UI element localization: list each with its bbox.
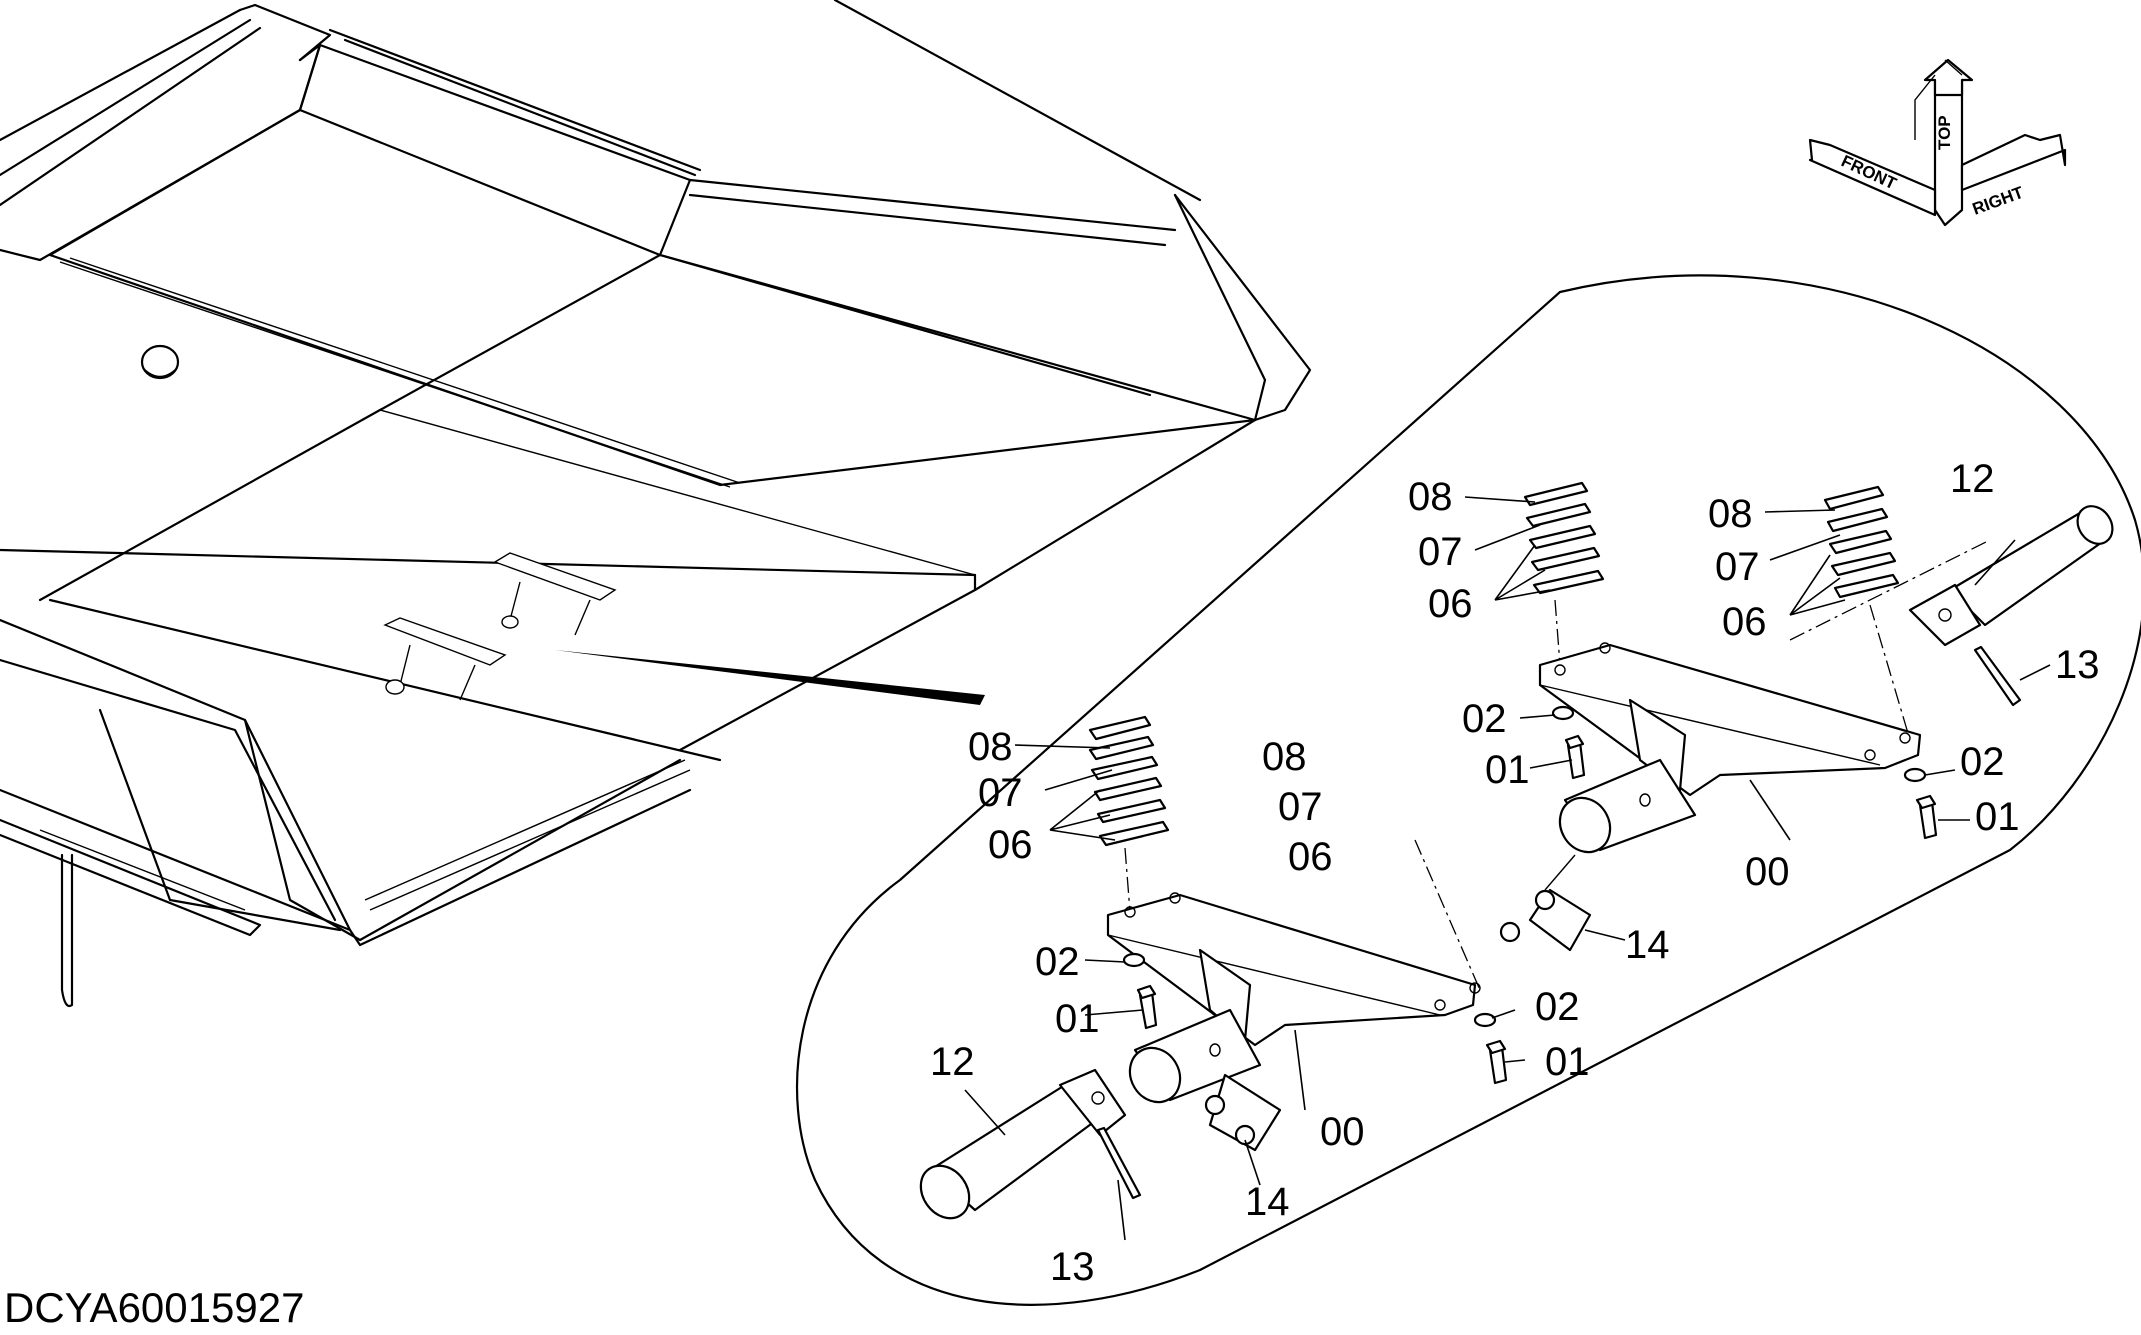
callout-02-left: 02 xyxy=(1035,940,1080,984)
document-id: DCYA60015927 xyxy=(4,1284,304,1331)
right-bracket-plate xyxy=(1538,643,1922,797)
callout-02-right-right: 02 xyxy=(1960,740,2005,784)
callout-01-right-left: 01 xyxy=(1485,748,1530,792)
callout-06-right-b: 06 xyxy=(1722,600,1767,644)
callout-07-center: 07 xyxy=(1278,785,1323,829)
callout-08-right-b: 08 xyxy=(1708,492,1753,536)
callout-13-right: 13 xyxy=(2055,643,2100,687)
right-shim-stack-right xyxy=(1823,485,1900,599)
left-shim-stack xyxy=(1088,715,1170,847)
left-bracket-plate xyxy=(1106,893,1477,1047)
callout-00-left: 00 xyxy=(1320,1110,1365,1154)
callout-00-right: 00 xyxy=(1745,850,1790,894)
right-washer-left xyxy=(1551,705,1575,721)
callout-08-left: 08 xyxy=(968,725,1013,769)
callout-01-center: 01 xyxy=(1545,1040,1590,1084)
callout-07-left: 07 xyxy=(978,771,1023,815)
left-pin xyxy=(1096,1126,1142,1200)
orientation-top-label: TOP xyxy=(1935,115,1954,150)
orientation-arrows-icon: TOP FRONT RIGHT xyxy=(1808,58,2067,227)
orientation-right-label: RIGHT xyxy=(1970,183,2027,219)
callout-01-right-right: 01 xyxy=(1975,795,2020,839)
callout-01-left: 01 xyxy=(1055,997,1100,1041)
callout-14-left: 14 xyxy=(1245,1180,1290,1224)
callout-02-center: 02 xyxy=(1535,985,1580,1029)
callout-07-right-a: 07 xyxy=(1418,530,1463,574)
detail-inset-outline xyxy=(796,274,2141,1306)
right-bracket-assembly xyxy=(1464,481,2114,952)
left-bracket-assembly xyxy=(919,715,1526,1241)
callout-06-right-a: 06 xyxy=(1428,582,1473,626)
callout-06-center: 06 xyxy=(1288,835,1333,879)
callout-08-right-a: 08 xyxy=(1408,475,1453,519)
callout-labels: 08 07 06 02 01 00 12 13 14 08 07 06 02 0… xyxy=(930,457,2100,1289)
callout-13-left: 13 xyxy=(1050,1245,1095,1289)
callout-02-right-left: 02 xyxy=(1462,697,1507,741)
machine-body xyxy=(0,0,1312,1008)
callout-07-right-b: 07 xyxy=(1715,545,1760,589)
callout-08-center: 08 xyxy=(1262,735,1307,779)
callout-12-right: 12 xyxy=(1950,457,1995,501)
orientation-front-label: FRONT xyxy=(1838,151,1900,193)
callout-06-left: 06 xyxy=(988,823,1033,867)
callout-14-right: 14 xyxy=(1625,923,1670,967)
left-washer xyxy=(1122,952,1146,968)
callout-12-left: 12 xyxy=(930,1040,975,1084)
right-washer-right xyxy=(1903,767,1927,783)
right-pin xyxy=(1973,645,2022,707)
right-shim-stack-left xyxy=(1523,481,1605,595)
